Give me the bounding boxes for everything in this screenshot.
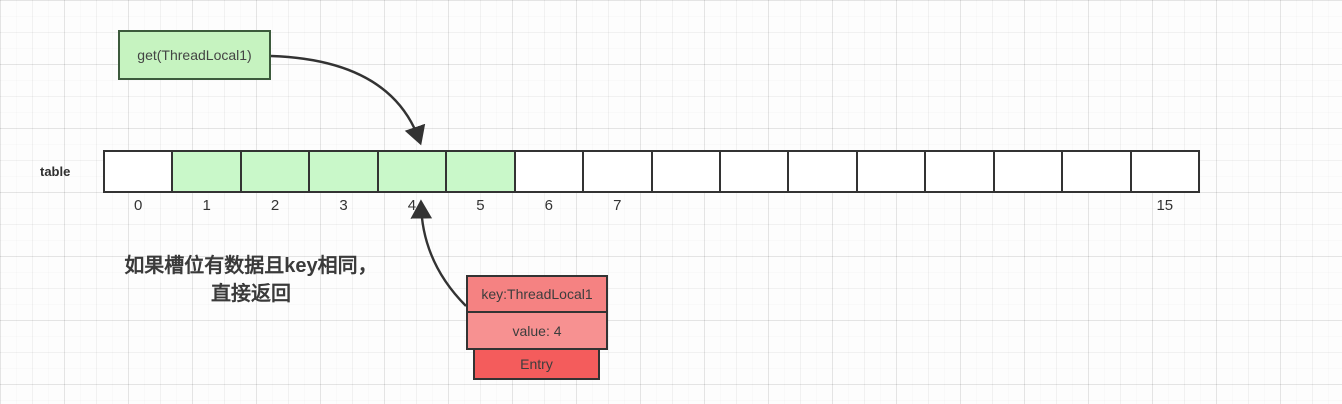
slot-cell-6 <box>513 150 585 193</box>
annotation-line2: 直接返回 <box>211 283 291 305</box>
slot-index-label-5: 5 <box>476 197 485 214</box>
arrow-entry-to-slot4 <box>410 199 467 307</box>
table-slot-0: 0 <box>103 150 174 217</box>
slot-cell-9 <box>718 150 790 193</box>
table-slot-2: 2 <box>239 150 311 217</box>
slot-index-label-11 <box>856 193 926 217</box>
slot-index-label-3: 3 <box>339 197 348 214</box>
entry-label: Entry <box>520 356 553 372</box>
entry-key-label: key:ThreadLocal1 <box>481 286 593 302</box>
slot-index-label-15: 15 <box>1156 197 1174 214</box>
entry-value-box: value: 4 <box>466 311 608 350</box>
slot-cell-4 <box>376 150 448 193</box>
table-slot-5: 5 <box>445 150 516 217</box>
slot-cell-5 <box>445 150 516 193</box>
table-slot-6: 6 <box>513 150 585 217</box>
get-call-box: get(ThreadLocal1) <box>118 30 271 80</box>
slot-index-label-12 <box>924 193 994 217</box>
entry-key-box: key:ThreadLocal1 <box>466 275 608 313</box>
table-slot-7: 7 <box>582 150 653 217</box>
slot-index-label-13 <box>993 193 1063 217</box>
slot-cell-8 <box>650 150 721 193</box>
slot-index-label-14 <box>1061 193 1131 217</box>
slot-index-label-0: 0 <box>134 197 143 214</box>
slot-index-label-8 <box>651 193 721 217</box>
table-slot-4: 4 <box>376 150 448 217</box>
slot-cell-11 <box>855 150 927 193</box>
arrow-get-to-slot4 <box>270 54 426 146</box>
table-label: table <box>40 164 71 179</box>
table-slot-13 <box>992 150 1064 217</box>
slot-cell-14 <box>1061 150 1132 193</box>
slot-cell-10 <box>787 150 858 193</box>
table-array: 0 1 2 3 4 5 6 7 <box>103 150 1200 217</box>
annotation-text: 如果槽位有数据且key相同， 直接返回 <box>100 252 402 308</box>
slot-index-label-7: 7 <box>613 197 622 214</box>
slot-cell-2 <box>239 150 311 193</box>
table-slot-12 <box>924 150 995 217</box>
slot-cell-7 <box>582 150 653 193</box>
entry-value-label: value: 4 <box>512 322 562 339</box>
table-slot-9 <box>718 150 790 217</box>
table-slot-15: 15 <box>1129 150 1200 217</box>
table-slot-8 <box>650 150 721 217</box>
table-slot-1: 1 <box>171 150 242 217</box>
get-call-label: get(ThreadLocal1) <box>137 47 252 63</box>
slot-index-label-9 <box>719 193 789 217</box>
slot-cell-3 <box>308 150 379 193</box>
slot-index-label-4: 4 <box>407 197 417 214</box>
slot-index-label-1: 1 <box>202 197 211 214</box>
slot-cell-13 <box>992 150 1064 193</box>
slot-cell-1 <box>171 150 242 193</box>
table-slot-11 <box>855 150 927 217</box>
table-slot-14 <box>1061 150 1132 217</box>
annotation-line1: 如果槽位有数据且key相同， <box>124 255 378 277</box>
table-slot-10 <box>787 150 858 217</box>
entry-label-box: Entry <box>473 348 600 380</box>
slot-cell-12 <box>924 150 995 193</box>
slot-index-label-10 <box>787 193 857 217</box>
slot-index-label-6: 6 <box>544 197 554 214</box>
table-slot-3: 3 <box>308 150 379 217</box>
slot-cell-15 <box>1129 150 1200 193</box>
slot-cell-0 <box>103 150 174 193</box>
slot-index-label-2: 2 <box>270 197 280 214</box>
